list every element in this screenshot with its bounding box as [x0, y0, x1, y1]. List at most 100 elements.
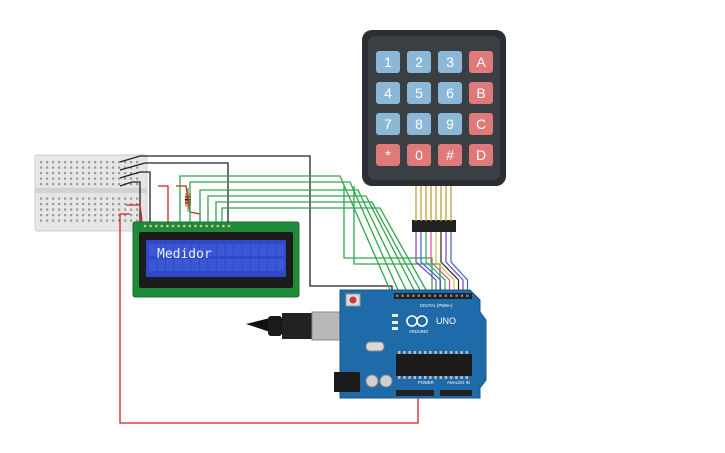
power-jack[interactable]: [334, 372, 360, 392]
digital-pin[interactable]: [401, 294, 404, 297]
wire-keypad-ribbon[interactable]: [445, 232, 464, 294]
breadboard-hole[interactable]: [58, 183, 61, 186]
keypad-key[interactable]: 8: [407, 113, 431, 135]
breadboard-hole[interactable]: [82, 183, 85, 186]
breadboard-hole[interactable]: [136, 208, 139, 211]
breadboard-hole[interactable]: [70, 219, 73, 222]
breadboard-hole[interactable]: [124, 166, 127, 169]
breadboard-hole[interactable]: [58, 197, 61, 200]
breadboard-hole[interactable]: [46, 197, 49, 200]
breadboard-hole[interactable]: [70, 214, 73, 217]
breadboard-hole[interactable]: [70, 177, 73, 180]
breadboard-hole[interactable]: [100, 161, 103, 164]
breadboard-hole[interactable]: [100, 214, 103, 217]
breadboard-hole[interactable]: [94, 183, 97, 186]
digital-pin[interactable]: [423, 294, 426, 297]
wire-keypad-ribbon[interactable]: [430, 232, 451, 294]
breadboard-hole[interactable]: [88, 219, 91, 222]
wire-keypad-ribbon[interactable]: [420, 232, 442, 294]
breadboard-hole[interactable]: [88, 166, 91, 169]
lcd-pin[interactable]: [205, 224, 208, 228]
wire-keypad-ribbon[interactable]: [425, 232, 446, 294]
digital-pin[interactable]: [412, 294, 415, 297]
wire-keypad-ribbon[interactable]: [440, 232, 460, 294]
breadboard-hole[interactable]: [130, 166, 133, 169]
breadboard-hole[interactable]: [76, 214, 79, 217]
breadboard-hole[interactable]: [112, 208, 115, 211]
lcd-pin[interactable]: [210, 224, 214, 228]
wire-ground-4[interactable]: [119, 181, 141, 222]
breadboard-hole[interactable]: [130, 172, 133, 175]
wire-power-1[interactable]: [126, 204, 143, 223]
breadboard-hole[interactable]: [82, 166, 85, 169]
breadboard-hole[interactable]: [106, 166, 109, 169]
breadboard-hole[interactable]: [64, 177, 67, 180]
breadboard-hole[interactable]: [100, 219, 103, 222]
breadboard-hole[interactable]: [82, 177, 85, 180]
breadboard-hole[interactable]: [64, 219, 67, 222]
wire-power-main[interactable]: [119, 213, 419, 424]
breadboard-hole[interactable]: [46, 172, 49, 175]
breadboard-hole[interactable]: [64, 183, 67, 186]
breadboard-hole[interactable]: [100, 177, 103, 180]
breadboard-hole[interactable]: [58, 172, 61, 175]
lcd-pin[interactable]: [216, 224, 220, 228]
breadboard-hole[interactable]: [52, 214, 55, 217]
breadboard-hole[interactable]: [118, 214, 121, 217]
breadboard-hole[interactable]: [130, 177, 133, 180]
keypad-key[interactable]: A: [469, 51, 493, 73]
breadboard-hole[interactable]: [40, 208, 43, 211]
keypad-key[interactable]: 9: [438, 113, 462, 135]
breadboard-hole[interactable]: [130, 203, 133, 206]
keypad-key[interactable]: 5: [407, 82, 431, 104]
breadboard-hole[interactable]: [88, 172, 91, 175]
breadboard-hole[interactable]: [88, 177, 91, 180]
wire-keypad-ribbon[interactable]: [435, 232, 455, 294]
breadboard-hole[interactable]: [100, 166, 103, 169]
lcd-pin[interactable]: [177, 224, 180, 228]
breadboard-hole[interactable]: [136, 214, 139, 217]
breadboard-hole[interactable]: [130, 214, 133, 217]
breadboard-hole[interactable]: [82, 208, 85, 211]
breadboard-hole[interactable]: [124, 161, 127, 164]
breadboard-hole[interactable]: [112, 177, 115, 180]
breadboard-hole[interactable]: [76, 219, 79, 222]
breadboard-hole[interactable]: [70, 183, 73, 186]
breadboard-hole[interactable]: [46, 203, 49, 206]
breadboard-hole[interactable]: [136, 197, 139, 200]
lcd-pin[interactable]: [227, 224, 231, 228]
breadboard-hole[interactable]: [136, 219, 139, 222]
breadboard-hole[interactable]: [124, 208, 127, 211]
breadboard-hole[interactable]: [130, 197, 133, 200]
breadboard-hole[interactable]: [70, 166, 73, 169]
breadboard-hole[interactable]: [118, 161, 121, 164]
wire-keypad-1[interactable]: [343, 186, 433, 290]
breadboard-hole[interactable]: [46, 214, 49, 217]
breadboard-hole[interactable]: [58, 161, 61, 164]
breadboard-hole[interactable]: [118, 208, 121, 211]
breadboard-hole[interactable]: [88, 183, 91, 186]
digital-pin[interactable]: [417, 294, 420, 297]
breadboard-hole[interactable]: [94, 214, 97, 217]
digital-pin[interactable]: [396, 294, 399, 297]
lcd-pin[interactable]: [171, 224, 175, 228]
breadboard-hole[interactable]: [112, 214, 115, 217]
keypad-key[interactable]: 3: [438, 51, 462, 73]
breadboard[interactable]: [34, 154, 148, 232]
wire-keypad-2[interactable]: [353, 186, 441, 290]
wire-signal-5[interactable]: [215, 201, 421, 291]
keypad-key[interactable]: 7: [376, 113, 400, 135]
wire-ground-3[interactable]: [119, 171, 151, 222]
breadboard-hole[interactable]: [52, 203, 55, 206]
breadboard-hole[interactable]: [118, 197, 121, 200]
breadboard-hole[interactable]: [52, 183, 55, 186]
digital-pin[interactable]: [433, 294, 437, 297]
wire-signal-6[interactable]: [221, 207, 427, 291]
breadboard-hole[interactable]: [106, 183, 109, 186]
digital-pin[interactable]: [439, 294, 442, 297]
breadboard-hole[interactable]: [124, 177, 127, 180]
breadboard-hole[interactable]: [82, 197, 85, 200]
breadboard-hole[interactable]: [112, 219, 115, 222]
keypad-key[interactable]: C: [469, 113, 493, 135]
lcd-pin[interactable]: [149, 224, 152, 228]
